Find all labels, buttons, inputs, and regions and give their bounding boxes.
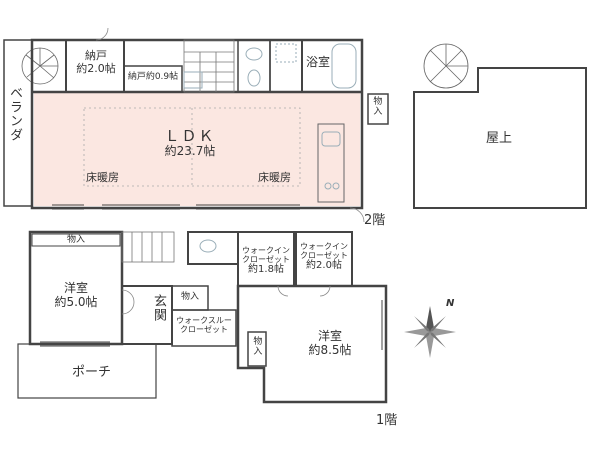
porch-label: ポーチ bbox=[72, 365, 112, 380]
wic-1-size: 約1.8帖 bbox=[248, 264, 284, 276]
ldk-label: ＬＤＫ 約23.7帖 bbox=[150, 127, 230, 159]
toilet-1f-icon bbox=[199, 239, 217, 253]
wic-2-size: 約2.0帖 bbox=[306, 260, 342, 272]
stairs-1f bbox=[121, 231, 175, 263]
rooftop-plan bbox=[413, 43, 587, 209]
walk-through-area bbox=[171, 309, 237, 347]
ldk-size: 約23.7帖 bbox=[164, 144, 216, 159]
closet-ldk bbox=[367, 93, 389, 125]
wic-2-line2: クローゼット bbox=[300, 251, 348, 261]
wic-1-line2: クローゼット bbox=[242, 255, 290, 265]
ldk-area bbox=[34, 93, 360, 206]
spiral-stair-icon bbox=[21, 47, 59, 85]
first-floor-label: 1階 bbox=[376, 413, 398, 428]
walk-through-line2: クローゼット bbox=[180, 325, 228, 335]
toilet-icon bbox=[247, 69, 261, 87]
veranda-label: ベランダ bbox=[6, 86, 22, 142]
kitchen-counter bbox=[317, 123, 345, 203]
closet-top-label: 物入 bbox=[66, 235, 85, 245]
storage-label: 納戸 約2.0帖 bbox=[68, 49, 124, 75]
washbasin-icon bbox=[245, 47, 263, 61]
compass-north-label: N bbox=[446, 298, 455, 309]
floor-heating-right-label: 床暖房 bbox=[258, 171, 291, 184]
closet-top-area bbox=[31, 233, 121, 247]
storage-small-room bbox=[123, 65, 183, 93]
floor-heating-left-label: 床暖房 bbox=[86, 171, 119, 184]
closet-small-area bbox=[247, 331, 267, 367]
western-left-name: 洋室 bbox=[63, 281, 88, 295]
floor-heating-zone bbox=[83, 107, 301, 187]
rooftop-spiral-stair-icon bbox=[423, 43, 469, 89]
wic-1-label: ウォークイン クローゼット 約1.8帖 bbox=[238, 246, 294, 276]
bathroom-label: 浴室 bbox=[305, 55, 330, 69]
walk-through-label: ウォークスルー クローゼット bbox=[172, 316, 236, 334]
wic-2-line1: ウォークイン bbox=[300, 242, 348, 251]
bathtub-icon bbox=[331, 43, 357, 89]
ldk-name: ＬＤＫ bbox=[164, 127, 216, 145]
entrance-label: 玄関 bbox=[150, 294, 166, 322]
bathroom-area bbox=[301, 39, 363, 93]
porch-area bbox=[17, 343, 157, 399]
closet-entry-label: 物入 bbox=[180, 292, 199, 302]
wic-1-line1: ウォークイン bbox=[242, 246, 290, 255]
stairs-2f bbox=[183, 39, 235, 93]
wic-2-label: ウォークイン クローゼット 約2.0帖 bbox=[296, 242, 352, 272]
western-right-label: 洋室 約8.5帖 bbox=[290, 329, 370, 358]
western-right-name: 洋室 bbox=[317, 329, 342, 343]
compass-icon bbox=[404, 306, 456, 358]
second-floor-label: 2階 bbox=[364, 213, 386, 228]
western-left-size: 約5.0帖 bbox=[54, 294, 98, 309]
storage-size: 約2.0帖 bbox=[76, 61, 116, 75]
walk-through-line1: ウォークスルー bbox=[176, 316, 232, 325]
western-right-size: 約8.5帖 bbox=[308, 342, 352, 357]
rooftop-label: 屋上 bbox=[486, 131, 513, 146]
stove-icon bbox=[324, 182, 332, 190]
closet-ldk-label: 物入 bbox=[371, 96, 382, 116]
closet-small-label: 物入 bbox=[251, 336, 262, 356]
second-floor-plan bbox=[3, 27, 389, 223]
first-floor-plan bbox=[17, 230, 388, 404]
storage-name: 納戸 bbox=[85, 49, 107, 62]
western-left-label: 洋室 約5.0帖 bbox=[32, 281, 120, 310]
storage-small-label: 納戸約0.9帖 bbox=[127, 72, 179, 82]
western-room-right bbox=[236, 284, 388, 404]
sink-icon bbox=[321, 131, 341, 147]
